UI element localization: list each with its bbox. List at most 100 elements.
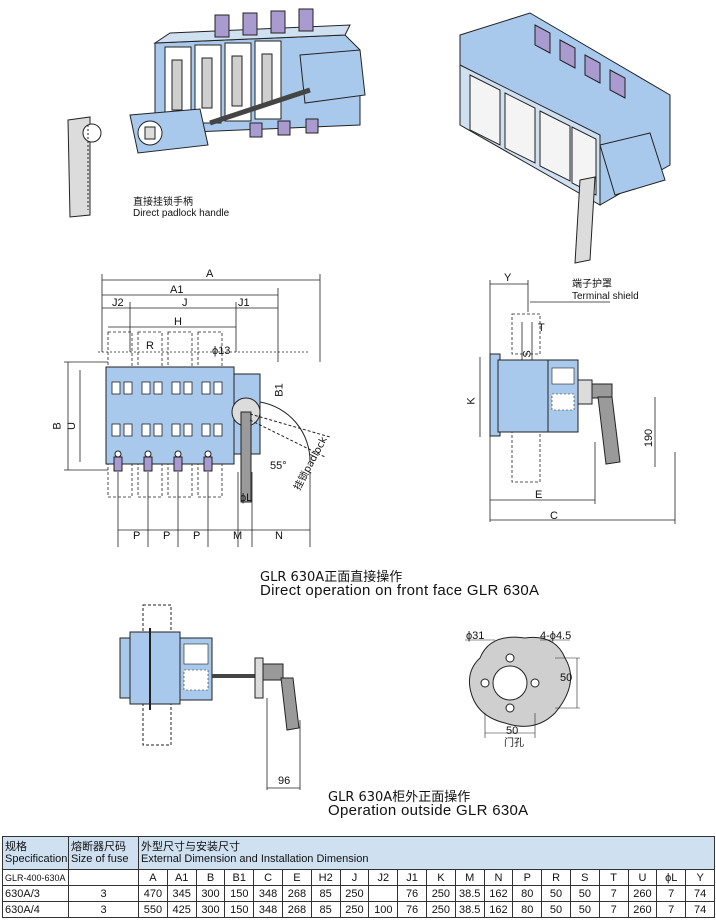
fuse-header: 熔断器尺码 Size of fuse bbox=[68, 836, 139, 870]
dim-H: H bbox=[174, 316, 182, 328]
column-header: Y bbox=[685, 869, 716, 886]
front-view-drawing bbox=[64, 274, 331, 547]
front-caption-en: Direct operation on front face GLR 630A bbox=[260, 582, 540, 599]
column-header: E bbox=[281, 869, 312, 886]
dim-50-horiz: 50 bbox=[506, 725, 519, 737]
fuse-header-en: Size of fuse bbox=[71, 853, 129, 865]
shield-label-en: Terminal shield bbox=[572, 291, 639, 302]
spec-header-en: Specification bbox=[5, 853, 68, 865]
empty-cell bbox=[68, 869, 139, 886]
isometric-view-right bbox=[459, 12, 671, 264]
column-header: C bbox=[253, 869, 283, 886]
fuse-header-cn: 熔断器尺码 bbox=[71, 841, 126, 853]
value-cell: 80 bbox=[512, 885, 543, 902]
value-cell: 7 bbox=[598, 901, 629, 918]
value-cell: 300 bbox=[195, 901, 226, 918]
column-header: R bbox=[541, 869, 571, 886]
column-header: J2 bbox=[368, 869, 399, 886]
outside-caption-cn: GLR 630A柜外正面操作 bbox=[328, 790, 471, 805]
dim-T: T bbox=[538, 322, 545, 334]
value-cell: 7 bbox=[656, 901, 687, 918]
front-caption-cn: GLR 630A正面直接操作 bbox=[260, 570, 403, 585]
value-cell bbox=[368, 885, 399, 902]
value-cell: 348 bbox=[253, 885, 283, 902]
column-header: ϕL bbox=[656, 869, 687, 886]
value-cell: 74 bbox=[685, 901, 716, 918]
column-header: N bbox=[483, 869, 514, 886]
dim-M: M bbox=[233, 530, 243, 542]
dim-P1: P bbox=[133, 530, 141, 542]
dim-phiL: ϕL bbox=[240, 492, 253, 504]
dim-P2: P bbox=[163, 530, 171, 542]
column-header: P bbox=[512, 869, 543, 886]
dim-B1: B1 bbox=[273, 383, 286, 397]
table-header-row: 规格 Specification 熔断器尺码 Size of fuse 外型尺寸… bbox=[2, 836, 716, 870]
door-hole-drawing bbox=[465, 636, 580, 738]
ext-header-cn: 外型尺寸与安装尺寸 bbox=[141, 841, 240, 853]
column-header: A bbox=[138, 869, 168, 886]
column-header: K bbox=[425, 869, 456, 886]
value-cell: 348 bbox=[253, 901, 283, 918]
value-cell: 50 bbox=[569, 901, 600, 918]
dim-angle: 55° bbox=[270, 460, 287, 472]
column-header: T bbox=[598, 869, 629, 886]
value-cell: 268 bbox=[281, 885, 312, 902]
value-cell: 80 bbox=[512, 901, 543, 918]
ext-header-en: External Dimension and Installation Dime… bbox=[141, 853, 369, 865]
value-cell: 425 bbox=[166, 901, 197, 918]
value-cell: 268 bbox=[281, 901, 312, 918]
shield-label-cn: 端子护罩 bbox=[572, 279, 612, 290]
dim-A: A bbox=[206, 268, 214, 280]
dim-190: 190 bbox=[643, 428, 656, 448]
value-cell: 345 bbox=[166, 885, 197, 902]
column-header: B1 bbox=[224, 869, 255, 886]
value-cell: 38.5 bbox=[454, 885, 485, 902]
column-header: U bbox=[627, 869, 658, 886]
dim-C: C bbox=[550, 510, 558, 522]
ext-header: 外型尺寸与安装尺寸 External Dimension and Install… bbox=[137, 836, 716, 870]
fuse-cell: 3 bbox=[68, 901, 139, 918]
value-cell: 7 bbox=[656, 885, 687, 902]
value-cell: 162 bbox=[483, 885, 514, 902]
dim-K: K bbox=[465, 397, 478, 405]
spec-table: 规格 Specification 熔断器尺码 Size of fuse 外型尺寸… bbox=[2, 836, 716, 918]
value-cell: 260 bbox=[627, 885, 658, 902]
value-cell: 550 bbox=[138, 901, 168, 918]
dim-Y: Y bbox=[504, 272, 512, 284]
spec-header-cn: 规格 bbox=[5, 841, 27, 853]
spec-cell: 630A/4 bbox=[2, 901, 69, 918]
fuse-cell: 3 bbox=[68, 885, 139, 902]
column-header: B bbox=[195, 869, 226, 886]
dim-S: S bbox=[521, 350, 534, 358]
value-cell: 50 bbox=[569, 885, 600, 902]
outside-caption-en: Operation outside GLR 630A bbox=[328, 802, 529, 819]
value-cell: 250 bbox=[339, 901, 370, 918]
dim-E: E bbox=[535, 489, 543, 501]
dim-U: U bbox=[65, 422, 78, 430]
column-header: A1 bbox=[166, 869, 197, 886]
value-cell: 300 bbox=[195, 885, 226, 902]
dim-J1: J1 bbox=[238, 297, 250, 309]
value-cell: 260 bbox=[627, 901, 658, 918]
spec-header: 规格 Specification bbox=[2, 836, 69, 870]
column-header: S bbox=[569, 869, 600, 886]
spec-cell: 630A/3 bbox=[2, 885, 69, 902]
value-cell: 74 bbox=[685, 885, 716, 902]
dim-phi13: ϕ13 bbox=[212, 345, 231, 357]
value-cell: 470 bbox=[138, 885, 168, 902]
value-cell: 7 bbox=[598, 885, 629, 902]
dim-P3: P bbox=[193, 530, 201, 542]
value-cell: 76 bbox=[397, 885, 427, 902]
isometric-view-left bbox=[67, 8, 366, 218]
column-header: H2 bbox=[310, 869, 341, 886]
dim-50-vert: 50 bbox=[560, 672, 573, 684]
side-view-drawing bbox=[479, 280, 676, 524]
dim-holes: 4-ϕ4.5 bbox=[540, 630, 572, 642]
dim-B: B bbox=[51, 422, 64, 430]
value-cell: 50 bbox=[541, 901, 571, 918]
handle-label-en: Direct padlock handle bbox=[133, 208, 230, 219]
handle-label-cn: 直接挂锁手柄 bbox=[133, 197, 193, 208]
